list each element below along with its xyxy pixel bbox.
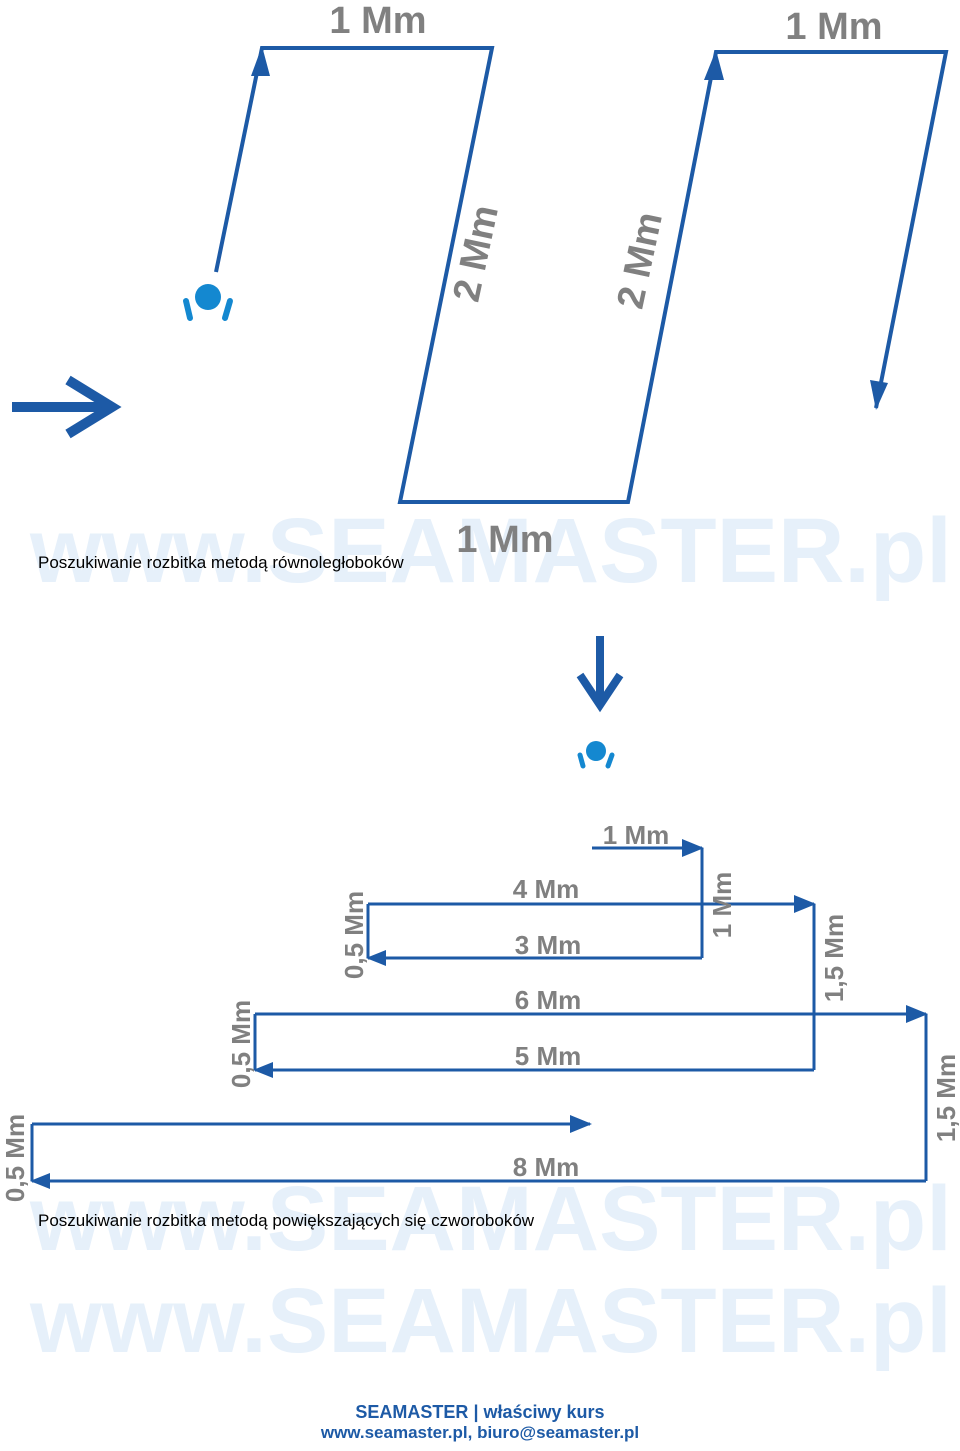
arrowhead	[570, 1115, 592, 1133]
arrowhead	[682, 839, 704, 857]
label-bottom: 1 Mm	[456, 519, 553, 561]
label-12: 0,5 Mm	[0, 1114, 30, 1202]
label-3: 3 Mm	[515, 930, 581, 960]
arrow-right-icon	[12, 375, 122, 439]
arrowhead	[704, 50, 724, 80]
label-leg-mid: 2 Mm	[446, 202, 507, 306]
caption-expanding-square: Poszukiwanie rozbitka metodą powiększają…	[38, 1211, 535, 1230]
watermark-1: www.SEAMASTER.pl	[29, 500, 952, 602]
label-top-left: 1 Mm	[329, 0, 426, 42]
arrowhead	[251, 46, 270, 76]
arrowhead	[870, 380, 888, 410]
label-7: 5 Mm	[515, 1041, 581, 1071]
arrowhead	[253, 1062, 273, 1078]
footer-separator: |	[473, 1402, 479, 1422]
parallelogram-search-diagram: 1 Mm 1 Mm 2 Mm 2 Mm 1 Mm	[12, 0, 949, 561]
label-1: 1 Mm	[603, 820, 669, 850]
footer-brand-line: SEAMASTER | właściwy kurs	[0, 1401, 960, 1423]
arrowhead	[794, 895, 816, 913]
arrowhead	[366, 950, 386, 966]
arrow-down-icon	[576, 636, 624, 713]
arrowhead	[906, 1005, 928, 1023]
label-9: 6 Mm	[515, 985, 581, 1015]
watermark-3: www.SEAMASTER.pl	[29, 1270, 952, 1372]
search-track-1	[214, 46, 949, 504]
label-leg-right: 2 Mm	[610, 209, 671, 313]
footer-brand: SEAMASTER	[355, 1402, 469, 1422]
label-6: 1,5 Mm	[819, 914, 849, 1002]
label-5: 4 Mm	[513, 874, 579, 904]
label-11: 8 Mm	[513, 1152, 579, 1182]
label-10: 1,5 Mm	[931, 1054, 960, 1142]
label-2: 1 Mm	[707, 872, 737, 938]
footer: SEAMASTER | właściwy kurs www.seamaster.…	[0, 1401, 960, 1443]
label-8: 0,5 Mm	[226, 1000, 256, 1088]
label-top-right: 1 Mm	[785, 6, 882, 48]
footer-tagline: właściwy kurs	[483, 1402, 605, 1422]
footer-contact: www.seamaster.pl, biuro@seamaster.pl	[320, 1423, 640, 1442]
arrowhead	[30, 1173, 50, 1189]
expanding-square-diagram: 1 Mm 1 Mm 3 Mm 0,5 Mm 4 Mm 1,5 Mm 5 Mm 0…	[0, 636, 960, 1202]
person-in-water-icon	[183, 284, 233, 321]
caption-parallelogram: Poszukiwanie rozbitka metodą równoległob…	[38, 553, 404, 572]
watermark-2: www.SEAMASTER.pl	[29, 1168, 952, 1270]
person-in-water-icon	[577, 741, 615, 769]
label-4: 0,5 Mm	[339, 891, 369, 979]
